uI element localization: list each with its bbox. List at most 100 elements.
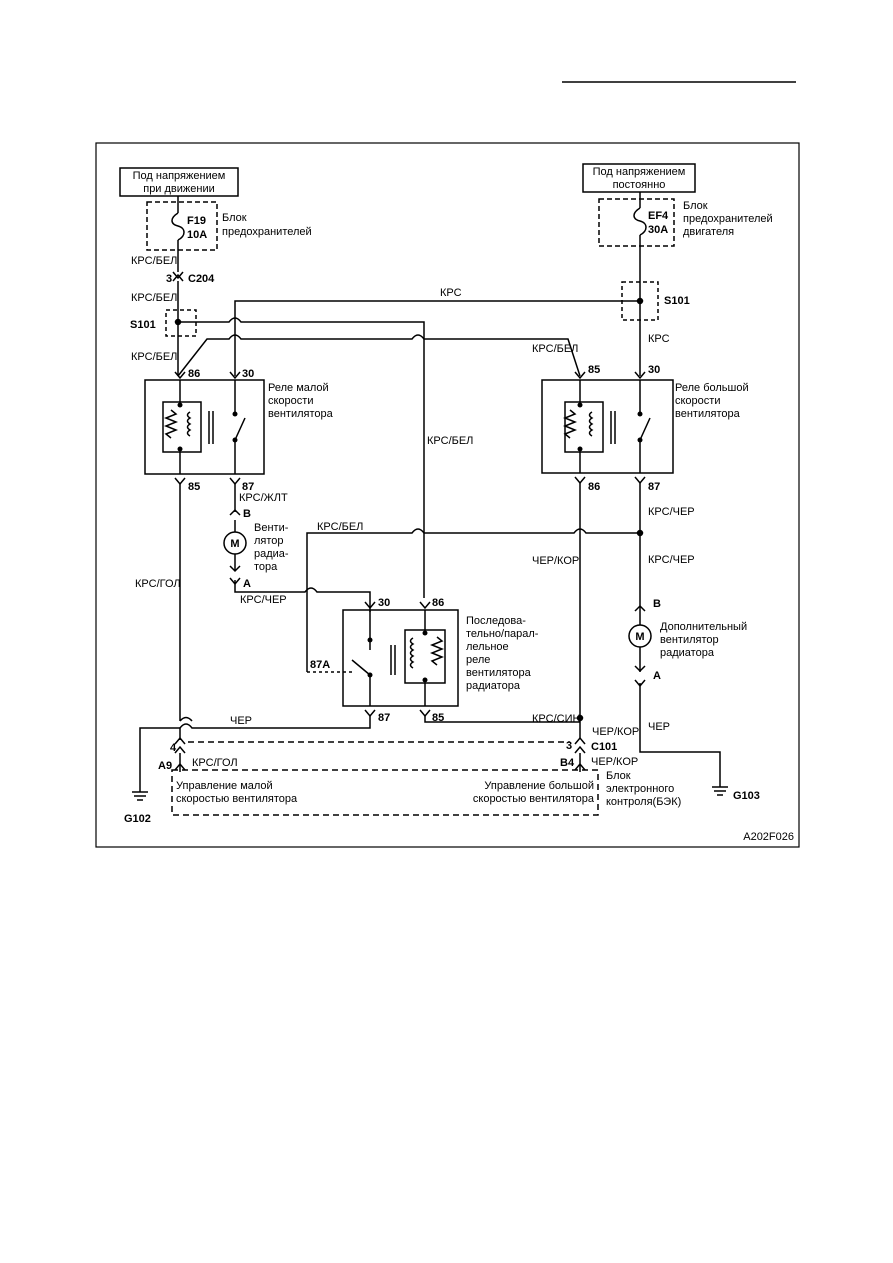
relay-high-label-line2: скорости [675, 395, 720, 407]
relay-series-label-line3: лельное [466, 641, 509, 653]
wire-krs-bel-horiz: КРС/БЕЛ [317, 521, 363, 533]
fuse-f19-block-line1: Блок [222, 212, 247, 224]
relay-low-pin-86: 86 [188, 368, 200, 380]
fuse-ef4-rating: 30A [648, 224, 668, 236]
connector-c204 [172, 271, 184, 282]
wire-krs-cher-r2: КРС/ЧЕР [648, 554, 695, 566]
splice-s101-left-label: S101 [130, 319, 156, 331]
ecu-high-control-line2: скоростью вентилятора [473, 793, 595, 805]
relay-high-label-line3: вентилятора [675, 408, 741, 420]
motor-aux-label-line1: Дополнительный [660, 621, 747, 633]
wire-cher-right: ЧЕР [648, 721, 670, 733]
relay-low-pin-85: 85 [188, 481, 200, 493]
fuse-ef4-block [598, 198, 675, 247]
motor-aux-pin-b: B [653, 598, 661, 610]
wire-krs-bel-85: КРС/БЕЛ [532, 343, 578, 355]
ecu-name-line2: электронного [606, 783, 674, 795]
wire-cher-kor-b4: ЧЕР/КОР [591, 756, 638, 768]
fuse-f19-rating: 10A [187, 229, 207, 241]
motor-main-pin-b: B [243, 508, 251, 520]
splice-s101-right-label: S101 [664, 295, 690, 307]
splice-s101-right [621, 281, 659, 321]
ecu-high-control-line1: Управление большой [484, 780, 594, 792]
motor-aux-label-line3: радиатора [660, 647, 715, 659]
motor-aux-pin-a: A [653, 670, 661, 682]
supply-ignition-line1: Под напряжением [133, 170, 226, 182]
wire-krs-right: КРС [648, 333, 670, 345]
fuse-f19-block [146, 201, 218, 251]
ground-g102-symbol [132, 791, 148, 801]
connector-b4: B4 [560, 757, 575, 769]
wire-krs-bel-mid: КРС/БЕЛ [427, 435, 473, 447]
wire-krs-bel-3: КРС/БЕЛ [131, 351, 177, 363]
wire-krs-cher-left: КРС/ЧЕР [240, 594, 287, 606]
wire-krs-cher-r1: КРС/ЧЕР [648, 506, 695, 518]
motor-main-label-line2: лятор [254, 535, 284, 547]
relay-high-pin-30: 30 [648, 364, 660, 376]
ecu-low-control-line1: Управление малой [176, 780, 273, 792]
fuse-ef4-block-line2: предохранителей [683, 213, 773, 225]
figure-code: A202F026 [743, 831, 794, 843]
connector-c101-label: C101 [591, 741, 617, 753]
supply-constant-line1: Под напряжением [593, 166, 686, 178]
ecu-low-control-line2: скоростью вентилятора [176, 793, 298, 805]
wire-cher-kor-c101: ЧЕР/КОР [592, 726, 639, 738]
relay-low-label-line3: вентилятора [268, 408, 334, 420]
relay-series-label-line1: Последова- [466, 615, 526, 627]
motor-aux-symbol-text: M [635, 631, 644, 643]
connector-c101-pin-right: 3 [566, 740, 572, 752]
supply-constant-line2: постоянно [613, 179, 666, 191]
relay-series-pin-30: 30 [378, 597, 390, 609]
motor-main-label-line3: радиа- [254, 548, 289, 560]
supply-box-ignition [119, 167, 239, 197]
relay-high-pin-87: 87 [648, 481, 660, 493]
motor-main-label-line1: Венти- [254, 522, 289, 534]
wire-krs-bel-1: КРС/БЕЛ [131, 255, 177, 267]
relay-high-pin-86: 86 [588, 481, 600, 493]
relay-low-label-line1: Реле малой [268, 382, 329, 394]
connector-a9: A9 [158, 760, 172, 772]
relay-series-label-line6: радиатора [466, 680, 521, 692]
fuse-ef4-block-line3: двигателя [683, 226, 734, 238]
connector-c101-pin-left: 4 [170, 742, 177, 754]
wire-krs-top: КРС [440, 287, 462, 299]
fuse-ef4-block-line1: Блок [683, 200, 708, 212]
wire-krs-gol: КРС/ГОЛ [135, 578, 181, 590]
fuse-f19-block-line2: предохранителей [222, 226, 312, 238]
relay-series-pin-87a: 87A [310, 659, 330, 671]
motor-main-pin-a: A [243, 578, 251, 590]
relay-low-pin-30: 30 [242, 368, 254, 380]
diagram-frame [95, 142, 800, 848]
relay-high-box [541, 379, 674, 474]
wire-cher-kor-mid: ЧЕР/КОР [532, 555, 579, 567]
wire-krs-bel-2: КРС/БЕЛ [131, 292, 177, 304]
motor-main-symbol-text: M [230, 538, 239, 550]
relay-low-box [144, 379, 265, 475]
connector-c204-label: C204 [188, 273, 215, 285]
wire-krs-gol-a9: КРС/ГОЛ [192, 757, 238, 769]
wire-krs-sin: КРС/СИН [532, 713, 580, 725]
splice-s101-left [165, 309, 197, 337]
relay-high-pin-85: 85 [588, 364, 600, 376]
ground-g103-symbol [712, 786, 728, 796]
wire-krs-zhlt: КРС/ЖЛТ [239, 492, 288, 504]
relay-series-box [342, 609, 459, 707]
relay-series-pin-86: 86 [432, 597, 444, 609]
relay-series-pin-85: 85 [432, 712, 444, 724]
motor-main-label-line4: тора [254, 561, 278, 573]
supply-ignition-line2: при движении [143, 183, 215, 195]
ground-g103-label: G103 [733, 790, 760, 802]
relay-low-pin-87: 87 [242, 481, 254, 493]
supply-box-constant [582, 163, 696, 193]
motor-aux-label-line2: вентилятор [660, 634, 719, 646]
ground-g102-label: G102 [124, 813, 151, 825]
relay-series-label-line5: вентилятора [466, 667, 532, 679]
fuse-f19-symbol [171, 212, 185, 241]
relay-series-label-line2: тельно/парал- [466, 628, 539, 640]
relay-high-label-line1: Реле большой [675, 382, 749, 394]
connector-c204-pin: 3 [166, 273, 172, 285]
relay-series-label-line4: реле [466, 654, 490, 666]
wire-cher-bottom: ЧЕР [230, 715, 252, 727]
ecu-box [171, 769, 599, 816]
